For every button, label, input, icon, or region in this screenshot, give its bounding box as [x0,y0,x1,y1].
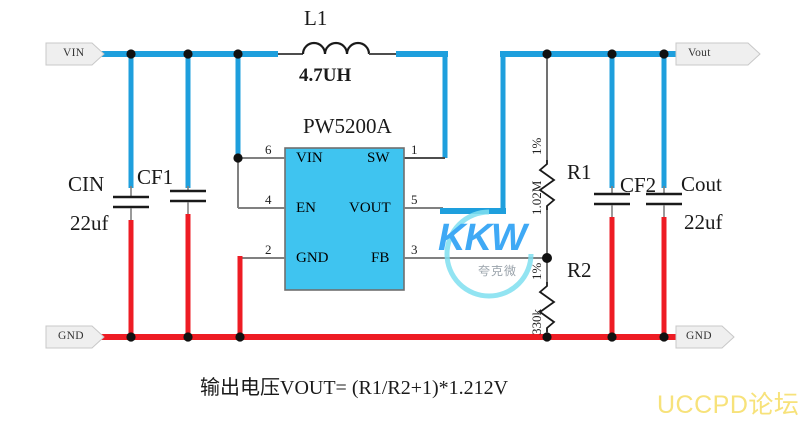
port-flag-gnd-right[interactable] [675,325,735,349]
cout-ref-label: Cout [681,172,722,196]
junction-dots [126,49,669,342]
junction-out-cout [659,49,669,59]
cf2-ref-label: CF2 [620,173,657,197]
pin-num-6: 6 [265,142,272,157]
vout-net-wires [440,54,506,214]
r1-ref-label: R1 [567,160,592,184]
capacitor-CIN [113,186,149,222]
junction-gnd-ic [235,332,245,342]
cin-value-label: 22uf [70,211,109,235]
junction-gnd-r2 [542,332,552,342]
inductor-value-label: 4.7UH [299,65,352,86]
pin-name-sw: SW [367,150,390,166]
pin-name-gnd: GND [296,250,329,266]
junction-gnd-cf1 [183,332,193,342]
vin-rail-wires [100,51,278,188]
ic-right-pin-leads [404,207,547,259]
junction-vin-cin [126,49,136,59]
output-rail-wires [500,51,690,188]
gnd-right-port-label: GND [686,330,712,342]
vin-port-label: VIN [63,47,85,59]
junction-vin-ic [233,49,243,59]
ic-left-pin-leads [237,157,285,259]
inductor-L1 [278,41,398,55]
kkw-brand-cn-watermark: 夸克微 [478,264,518,278]
kkw-watermark-arc-icon [444,209,534,299]
r1-zigzag-icon [538,160,556,210]
output-voltage-formula: 输出电压VOUT= (R1/R2+1)*1.212V [200,377,509,399]
port-flag-vout[interactable] [675,42,761,66]
capacitor-CF1 [170,186,206,216]
kkw-brand-watermark: KKW [438,217,527,259]
vout-port-shape [675,42,761,66]
junction-vin-cf1 [183,49,193,59]
junction-out-r1 [542,49,552,59]
cout-value-label: 22uf [684,210,723,234]
junction-fb-divider [542,253,552,263]
cin-ref-label: CIN [68,172,105,196]
r2-tolerance-label: 1% [529,262,544,280]
pin-name-vin: VIN [296,150,323,166]
junction-gnd-cin [126,332,136,342]
junction-gnd-cf2 [607,332,617,342]
ic-body [284,147,405,291]
port-flag-vin[interactable] [45,42,105,66]
vin-port-shape [45,42,105,66]
ic-title-label: PW5200A [303,114,392,138]
pin-num-5: 5 [411,192,418,207]
pin-num-1: 1 [411,142,418,157]
gnd-left-port-shape [45,325,105,349]
kkw-arc-stroke [444,209,534,299]
gnd-net-wires [100,214,690,340]
gnd-right-port-shape [675,325,735,349]
junction-gnd-cout [659,332,669,342]
r2-ref-label: R2 [567,258,592,282]
cf1-ref-label: CF1 [137,165,174,189]
pin-name-vout: VOUT [349,200,391,216]
r1-value-label: 1.02M [529,180,544,215]
capacitor-Cout [646,186,682,219]
uccpd-forum-watermark: UCCPD论坛 [657,391,800,419]
r2-zigzag-icon [538,282,556,332]
pin-num-4: 4 [265,192,272,207]
inductor-ref-label: L1 [304,6,328,30]
sw-net-wires [396,51,448,159]
ic-package-rect [284,147,405,291]
pin-num-2: 2 [265,242,272,257]
junction-out-cf2 [607,49,617,59]
r1-tolerance-label: 1% [529,137,544,155]
junction-pin6 [233,153,243,163]
pin-num-3: 3 [411,242,418,257]
port-flag-gnd-left[interactable] [45,325,105,349]
capacitor-CF2 [594,186,630,219]
r2-value-label: 330k [529,309,544,335]
gnd-left-port-label: GND [58,330,84,342]
resistor-R1 [538,160,556,258]
vout-port-label: Vout [688,47,711,59]
pin-name-en: EN [296,200,316,216]
inductor-coils-icon [301,41,371,55]
pin-name-fb: FB [371,250,390,266]
